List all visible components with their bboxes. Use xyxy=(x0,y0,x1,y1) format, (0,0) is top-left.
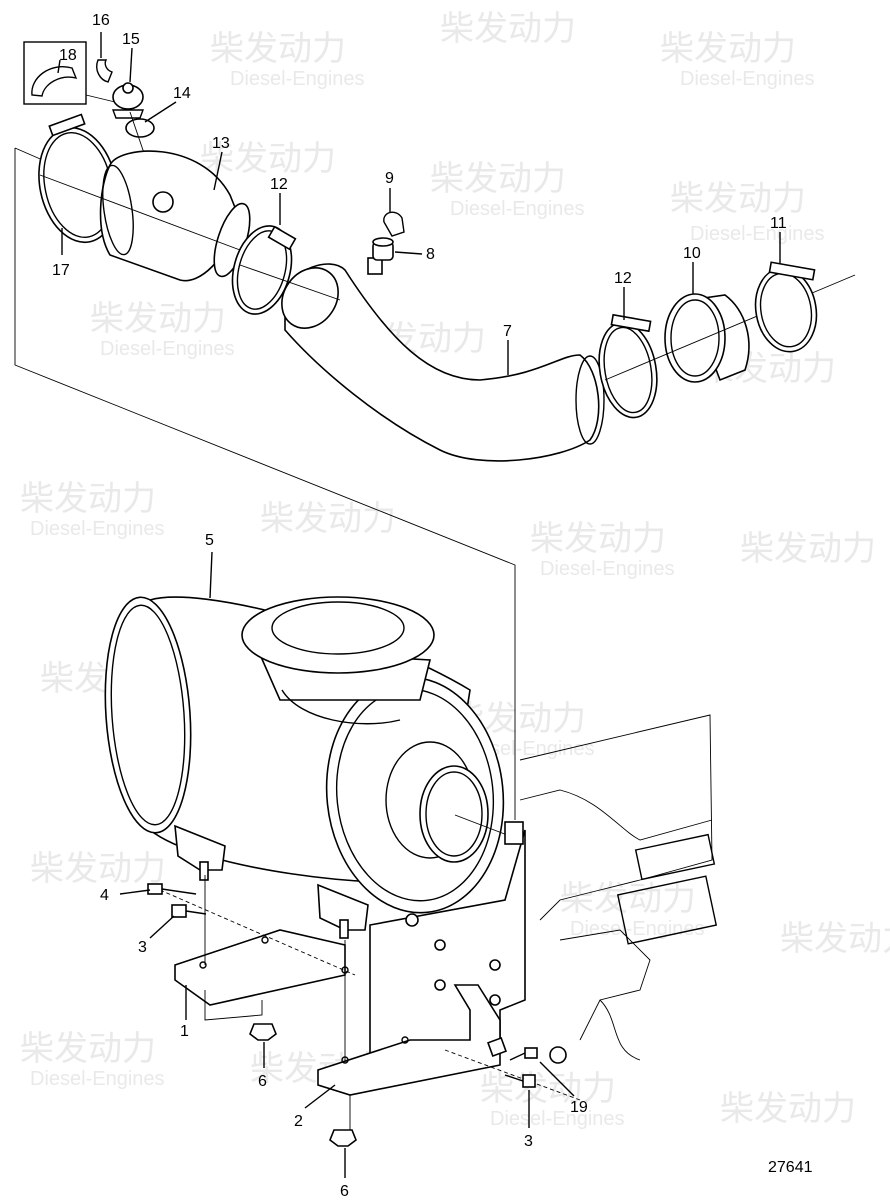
watermark-en: Diesel-Engines xyxy=(490,1108,625,1130)
bracket-1 xyxy=(159,875,356,1085)
watermark-en: Diesel-Engines xyxy=(540,558,675,580)
callout-11: 11 xyxy=(770,215,787,232)
callout-13: 13 xyxy=(212,135,230,152)
callout-1: 1 xyxy=(180,1023,189,1040)
watermark-cn: 柴发动力 xyxy=(20,1030,156,1068)
watermark-en: Diesel-Engines xyxy=(680,68,815,90)
callout-14: 14 xyxy=(173,85,191,102)
callout-12-right: 12 xyxy=(614,270,632,287)
leader-lines xyxy=(57,32,781,1178)
watermark-cn: 柴发动力 xyxy=(740,530,876,568)
hose-10 xyxy=(604,274,856,383)
inset-box-18 xyxy=(23,41,87,105)
callout-4: 4 xyxy=(100,887,109,904)
callout-17: 17 xyxy=(52,262,70,279)
engine-background xyxy=(519,714,718,1061)
clamp-12-right xyxy=(598,313,658,419)
watermark-en: Diesel-Engines xyxy=(230,68,365,90)
watermark-en: Diesel-Engines xyxy=(100,338,235,360)
watermark-cn: 柴发动力 xyxy=(720,1090,856,1128)
callout-16: 16 xyxy=(92,12,110,29)
fasteners xyxy=(147,883,567,1147)
pipe-7 xyxy=(239,257,605,462)
fitting-8-9 xyxy=(372,211,405,261)
callout-6-lower: 6 xyxy=(340,1183,349,1200)
callout-18: 18 xyxy=(59,47,77,64)
watermark-cn: 柴发动力 xyxy=(440,10,576,48)
watermark-cn: 柴发动力 xyxy=(560,880,696,918)
indicator-group xyxy=(85,59,161,201)
watermark-cn: 柴发动力 xyxy=(480,1070,616,1108)
clamp-12-left xyxy=(231,225,297,315)
drawing-number: 27641 xyxy=(768,1159,813,1176)
callout-9: 9 xyxy=(385,170,394,187)
inlet-13 xyxy=(39,150,251,282)
clamp-11 xyxy=(754,261,818,353)
watermark-cn: 柴发动力 xyxy=(530,520,666,558)
callout-10: 10 xyxy=(683,245,701,262)
watermark-cn: 柴发动力 xyxy=(670,180,806,218)
watermark-cn: 柴发动力 xyxy=(660,30,796,68)
watermark-en: Diesel-Engines xyxy=(450,198,585,220)
watermark-en: Diesel-Engines xyxy=(30,1068,165,1090)
callout-3-right: 3 xyxy=(524,1133,533,1150)
callout-3-left: 3 xyxy=(138,939,147,956)
callout-8: 8 xyxy=(426,246,435,263)
watermark-cn: 柴发动力 xyxy=(210,30,346,68)
watermark-cn: 柴发动力 xyxy=(260,500,396,538)
clip-part xyxy=(96,59,113,83)
watermark-cn: 柴发动力 xyxy=(30,850,166,888)
callout-2: 2 xyxy=(294,1113,303,1130)
watermark-en: Diesel-Engines xyxy=(690,223,825,245)
callout-labels: 18 16 15 14 13 17 12 9 8 7 12 10 11 5 4 … xyxy=(52,12,813,1200)
watermark-cn: 柴发动力 xyxy=(430,160,566,198)
nut-6-lower xyxy=(329,1129,357,1147)
watermark-cn: 柴发动力 xyxy=(780,920,890,958)
seal-ring xyxy=(125,118,155,138)
bracket-2 xyxy=(317,984,581,1130)
air-filter-5 xyxy=(104,596,516,939)
watermark-cn: 柴发动力 xyxy=(200,140,336,178)
callout-6-upper: 6 xyxy=(258,1073,267,1090)
callout-15: 15 xyxy=(122,31,140,48)
nut-6-upper xyxy=(249,1023,277,1041)
watermark-en: Diesel-Engines xyxy=(30,518,165,540)
callout-5: 5 xyxy=(205,532,214,549)
callout-7: 7 xyxy=(503,323,512,340)
watermark-cn: 柴发动力 xyxy=(20,480,156,518)
callout-19: 19 xyxy=(570,1099,588,1116)
watermark-cn: 柴发动力 xyxy=(90,300,226,338)
callout-12-left: 12 xyxy=(270,176,288,193)
watermark-en: Diesel-Engines xyxy=(570,918,705,940)
